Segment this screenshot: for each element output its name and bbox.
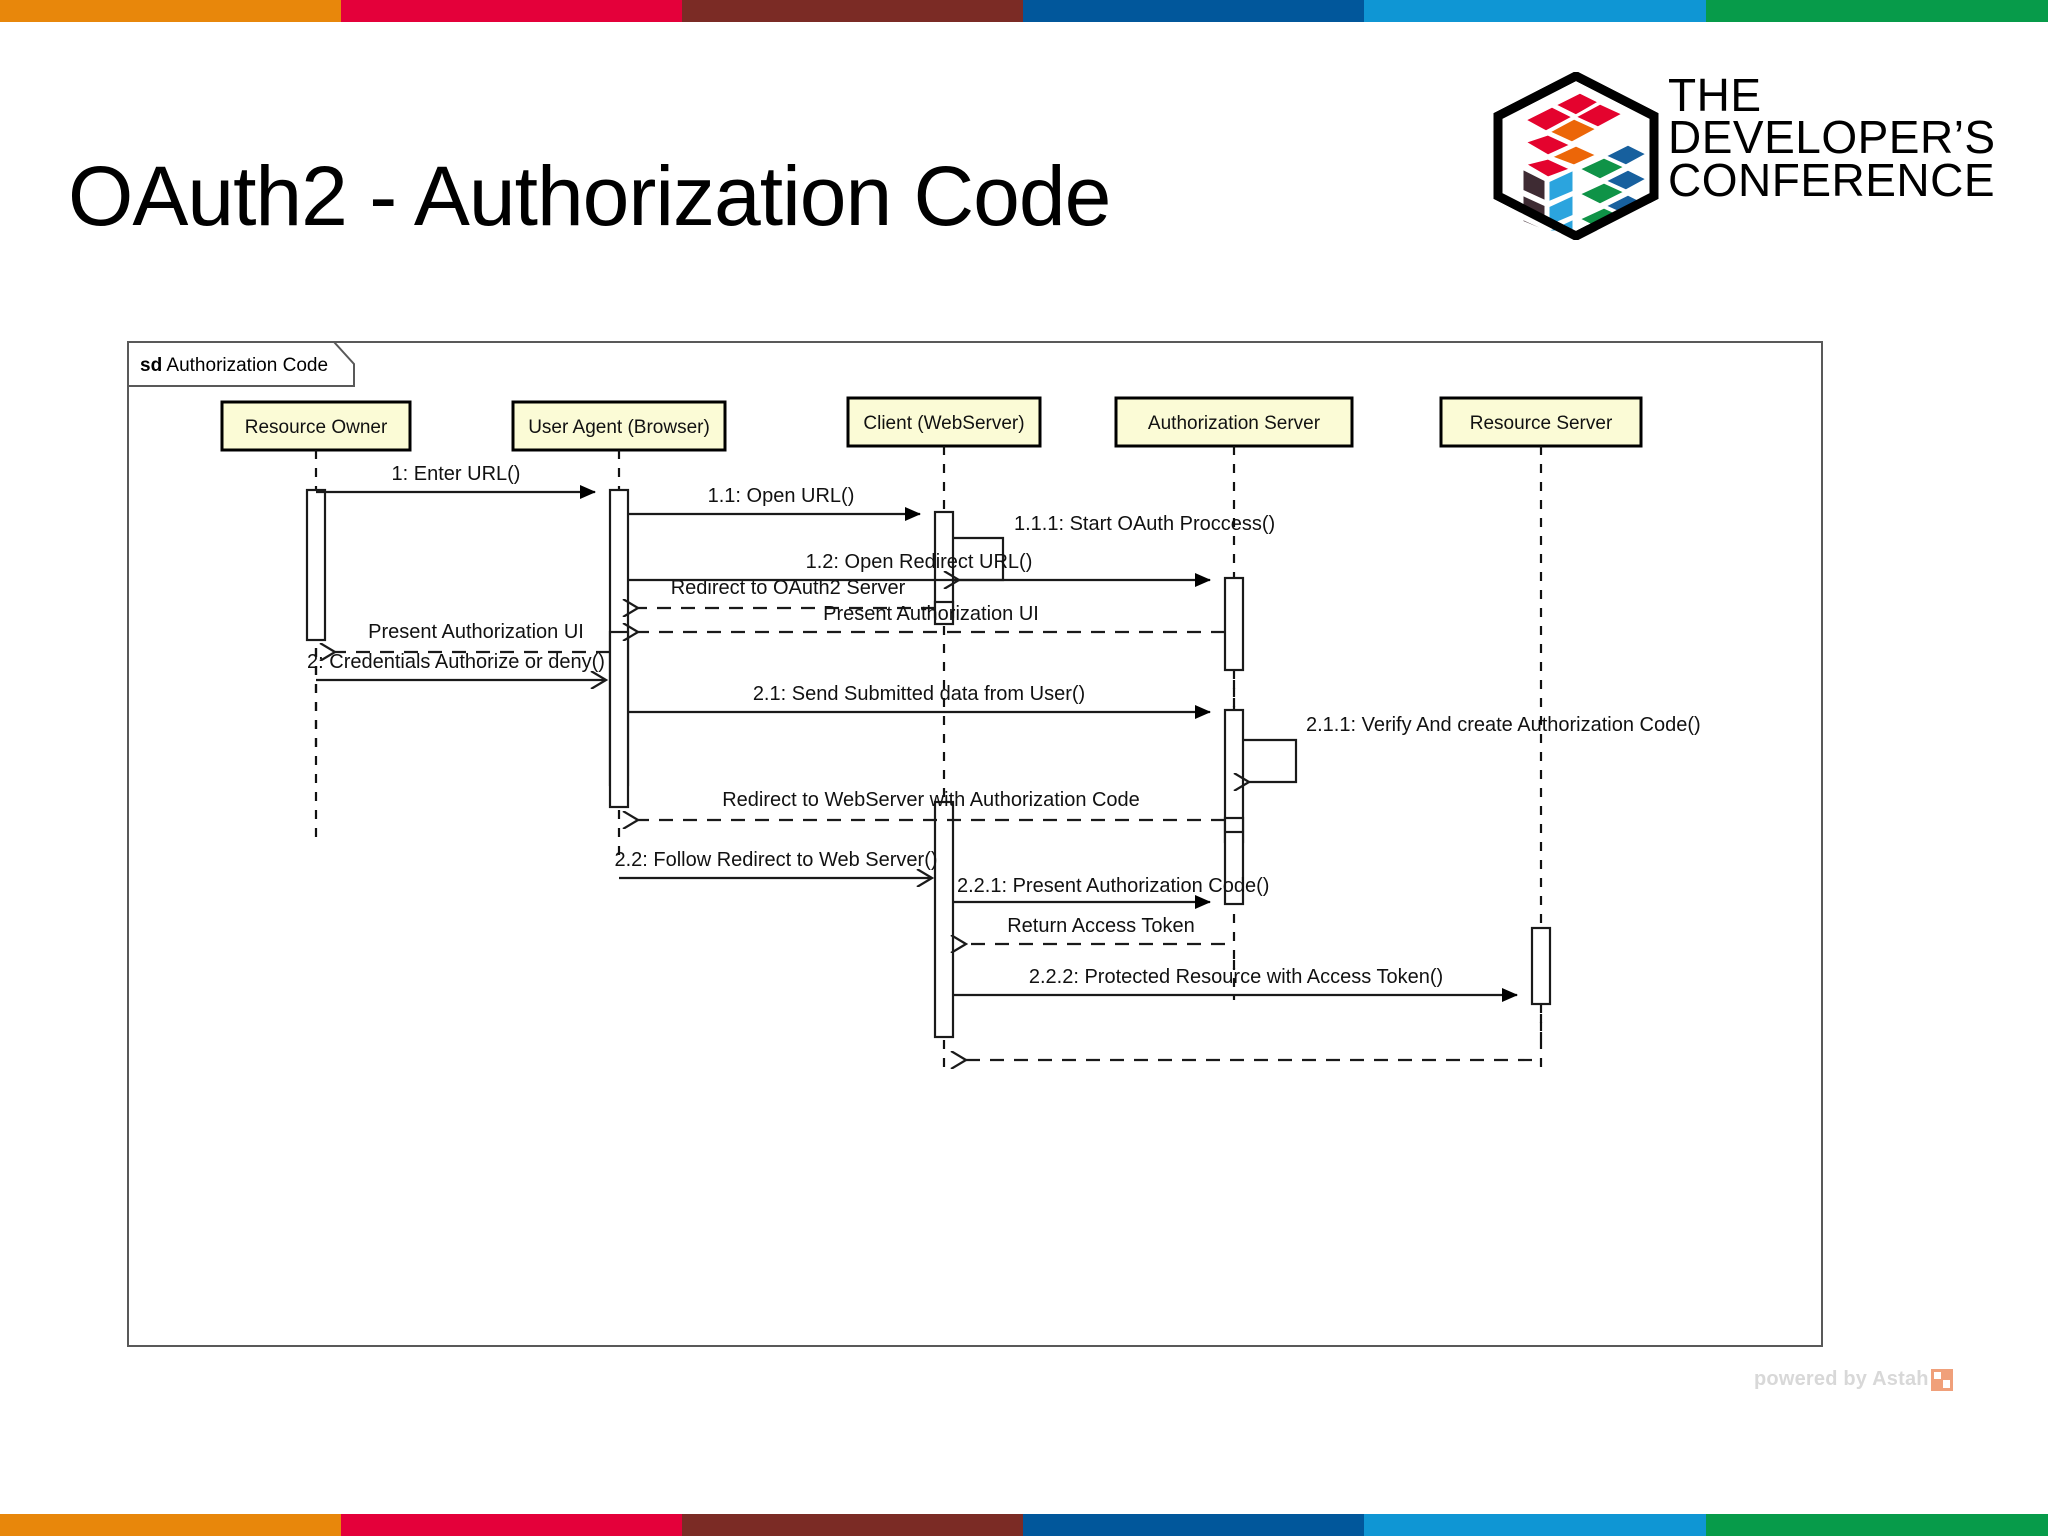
band-segment-maroon-bottom xyxy=(682,1514,1023,1536)
brand-logo: THE DEVELOPER’S CONFERENCE xyxy=(1490,72,2020,240)
frame-name-label: sd Authorization Code xyxy=(140,355,328,376)
message-label-1-1: 1.1: Open URL() xyxy=(708,485,855,507)
message-present-authorization-ui-1[interactable]: Present Authorization UI xyxy=(638,603,1225,632)
message-label-present-auth-ui-1: Present Authorization UI xyxy=(823,603,1039,625)
page-title: OAuth2 - Authorization Code xyxy=(68,149,1111,243)
band-segment-darkblue xyxy=(1023,0,1364,22)
lifeline-authorization-server[interactable]: Authorization Server xyxy=(1114,396,1354,970)
message-1-1-open-url[interactable]: 1.1: Open URL() xyxy=(628,485,921,521)
message-2-credentials-authorize-or-deny[interactable]: 2: Credentials Authorize or deny() xyxy=(307,651,606,680)
message-label-1-2: 1.2: Open Redirect URL() xyxy=(806,551,1033,573)
message-2-1-send-submitted-data[interactable]: 2.1: Send Submitted data from User() xyxy=(628,683,1211,719)
brand-logo-line-2: DEVELOPER’S xyxy=(1668,111,1996,164)
message-1-2-open-redirect-url[interactable]: 1.2: Open Redirect URL() xyxy=(628,551,1211,587)
message-label-1: 1: Enter URL() xyxy=(392,463,521,485)
message-label-1-1-1: 1.1.1: Start OAuth Proccess() xyxy=(1014,513,1275,535)
activation-client-1-tail xyxy=(933,600,955,626)
frame-name-tab xyxy=(127,341,355,387)
message-2-2-follow-redirect[interactable]: 2.2: Follow Redirect to Web Server() xyxy=(614,849,938,878)
band-segment-green xyxy=(1706,0,2048,22)
bottom-color-band xyxy=(0,1514,2048,1536)
lifeline-label-resource-owner: Resource Owner xyxy=(245,417,388,438)
activation-client-2 xyxy=(933,800,955,1039)
lifeline-resource-server[interactable]: Resource Server xyxy=(1439,396,1643,1070)
message-1-1-1-start-oauth[interactable]: 1.1.1: Start OAuth Proccess() xyxy=(1014,513,1275,535)
band-segment-darkblue-bottom xyxy=(1023,1514,1364,1536)
message-present-authorization-ui-2[interactable]: Present Authorization UI xyxy=(335,621,610,652)
top-color-band xyxy=(0,0,2048,22)
diagram-frame xyxy=(127,341,1823,1347)
message-label-2-1: 2.1: Send Submitted data from User() xyxy=(753,683,1085,705)
activation-resource-server xyxy=(1530,926,1552,1006)
band-segment-red xyxy=(341,0,682,22)
activation-auth-3 xyxy=(1223,830,1245,906)
brand-logo-line-1: THE xyxy=(1668,69,1762,121)
astah-watermark-text: powered by Astah xyxy=(1754,1368,1929,1390)
lifeline-label-resource-server: Resource Server xyxy=(1470,413,1613,434)
lifeline-label-client-webserver: Client (WebServer) xyxy=(863,413,1024,434)
rubiks-cube-hexagon-icon xyxy=(1493,72,1659,240)
message-label-2-2: 2.2: Follow Redirect to Web Server() xyxy=(614,849,937,871)
band-segment-maroon xyxy=(682,0,1023,22)
self-call-auth-2-1-1 xyxy=(1243,738,1298,782)
message-label-2-1-1: 2.1.1: Verify And create Authorization C… xyxy=(1306,714,1701,736)
band-segment-lightblue-bottom xyxy=(1364,1514,1706,1536)
band-segment-orange xyxy=(0,0,341,22)
message-2-2-1-present-authorization-code[interactable]: 2.2.1: Present Authorization Code() xyxy=(953,875,1269,909)
message-redirect-to-oauth2-server[interactable]: Redirect to OAuth2 Server xyxy=(638,577,935,608)
message-label-2-2-1: 2.2.1: Present Authorization Code() xyxy=(957,875,1269,897)
lifeline-label-authorization-server: Authorization Server xyxy=(1148,413,1321,434)
band-segment-orange-bottom xyxy=(0,1514,341,1536)
lifeline-resource-owner[interactable]: Resource Owner xyxy=(220,400,412,840)
message-return-access-token[interactable]: Return Access Token xyxy=(966,915,1225,944)
message-label-2-2-2: 2.2.2: Protected Resource with Access To… xyxy=(1029,966,1443,988)
sequence-diagram: sd Authorization Code Resource Owner Use… xyxy=(126,340,1826,1350)
message-label-present-auth-ui-2: Present Authorization UI xyxy=(368,621,584,643)
activation-user-agent-2 xyxy=(608,630,630,809)
band-segment-red-bottom xyxy=(341,1514,682,1536)
message-2-2-2-protected-resource[interactable]: 2.2.2: Protected Resource with Access To… xyxy=(953,966,1518,1002)
activation-auth-1 xyxy=(1223,576,1245,672)
message-label-redirect-oauth2: Redirect to OAuth2 Server xyxy=(671,577,906,599)
band-segment-lightblue xyxy=(1364,0,1706,22)
message-label-redirect-webserver: Redirect to WebServer with Authorization… xyxy=(722,789,1140,811)
lifeline-user-agent[interactable]: User Agent (Browser) xyxy=(511,400,727,860)
astah-logo-icon xyxy=(1930,1368,1953,1391)
band-segment-green-bottom xyxy=(1706,1514,2048,1536)
activation-resource-owner xyxy=(305,488,327,642)
message-redirect-to-webserver[interactable]: Redirect to WebServer with Authorization… xyxy=(638,789,1225,820)
message-1-enter-url[interactable]: 1: Enter URL() xyxy=(316,463,596,499)
brand-logo-text: THE DEVELOPER’S CONFERENCE xyxy=(1668,69,1996,206)
lifeline-label-user-agent: User Agent (Browser) xyxy=(528,417,710,438)
message-2-1-1-verify-and-create-code[interactable]: 2.1.1: Verify And create Authorization C… xyxy=(1306,714,1701,736)
message-label-2: 2: Credentials Authorize or deny() xyxy=(307,651,605,673)
message-label-return-access-token: Return Access Token xyxy=(1007,915,1195,937)
activation-auth-2 xyxy=(1223,708,1245,832)
astah-watermark: powered by Astah xyxy=(1754,1368,1953,1391)
brand-logo-line-3: CONFERENCE xyxy=(1668,153,1996,206)
